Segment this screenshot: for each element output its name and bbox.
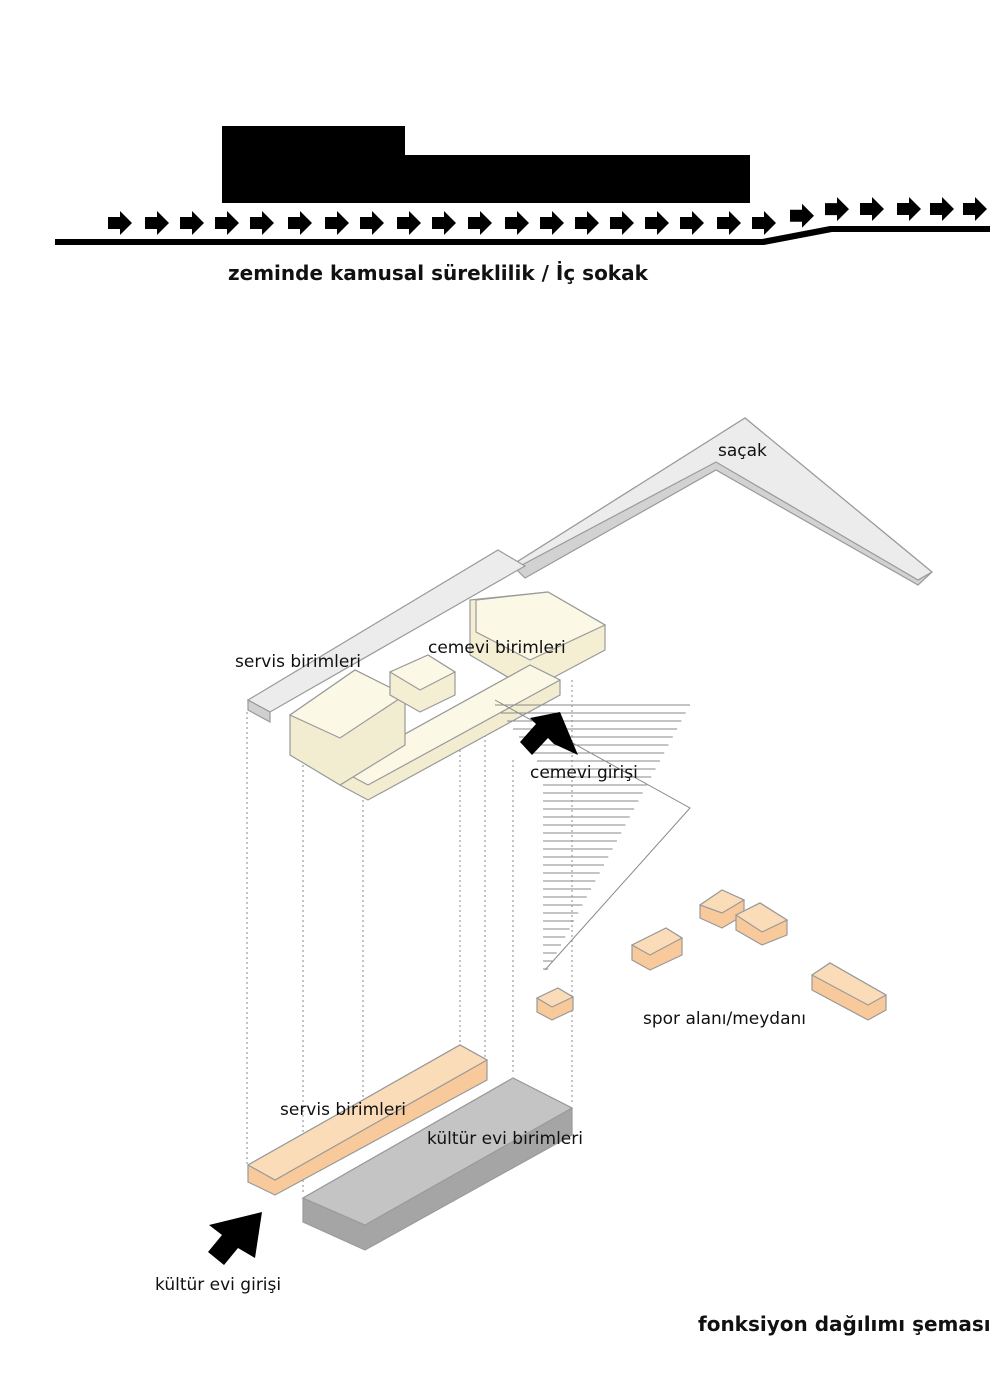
flow-arrow-icon	[250, 211, 274, 235]
flow-arrow-icon	[540, 211, 564, 235]
flow-arrow-icon	[790, 203, 814, 228]
culture-house-block	[301, 1077, 574, 1251]
ground-line	[55, 226, 990, 245]
roof-canopy	[246, 417, 934, 724]
flow-arrow-icon	[397, 211, 421, 235]
diagram-title: fonksiyon dağılımı şeması	[698, 1312, 991, 1336]
stair-ramp	[494, 699, 691, 971]
flow-arrow-icon	[963, 197, 987, 221]
label-service-lower: servis birimleri	[280, 1100, 406, 1120]
flow-arrow-icon	[360, 211, 384, 235]
flow-arrow-icon	[432, 211, 456, 235]
flow-arrow-icon	[717, 211, 741, 235]
flow-arrow-icon	[505, 211, 529, 235]
label-service-upper: servis birimleri	[235, 652, 361, 672]
label-sacak: saçak	[718, 441, 767, 461]
axonometric-diagram: saçak servis birimleri cemevi birimleri …	[155, 417, 991, 1336]
label-culture-entrance: kültür evi girişi	[155, 1275, 281, 1295]
flow-arrow-icon	[575, 211, 599, 235]
flow-arrow-icon	[752, 211, 776, 235]
building-mass	[222, 126, 750, 203]
flow-arrow-icon	[215, 211, 239, 235]
label-sport-area: spor alanı/meydanı	[643, 1009, 806, 1029]
label-cemevi-entrance: cemevi girişi	[530, 763, 638, 783]
culture-entrance-arrow	[208, 1212, 262, 1265]
label-culture-units: kültür evi birimleri	[427, 1129, 583, 1149]
flow-arrow-icon	[108, 211, 132, 235]
section-caption: zeminde kamusal süreklilik / İç sokak	[228, 261, 649, 285]
cemevi-entrance-arrow	[520, 712, 578, 755]
flow-arrow-icon	[860, 197, 884, 221]
flow-arrow-icon	[468, 211, 492, 235]
flow-arrow-icon	[680, 211, 704, 235]
cemevi-volumes	[288, 591, 607, 801]
flow-arrow-icon	[645, 211, 669, 235]
flow-arrow-icon	[145, 211, 169, 235]
flow-arrow-icon	[897, 197, 921, 221]
lower-service-block	[246, 1044, 489, 1196]
flow-arrow-icon	[180, 211, 204, 235]
label-cemevi-units: cemevi birimleri	[428, 638, 566, 658]
flow-arrow-icon	[825, 197, 849, 222]
flow-arrow-icon	[288, 211, 312, 235]
flow-arrow-icon	[930, 197, 954, 221]
section-diagram: zeminde kamusal süreklilik / İç sokak	[55, 126, 990, 285]
flow-arrow-icon	[610, 211, 634, 235]
flow-arrow-icon	[325, 211, 349, 235]
sport-blocks	[535, 889, 888, 1021]
public-continuity-arrows	[108, 197, 987, 235]
